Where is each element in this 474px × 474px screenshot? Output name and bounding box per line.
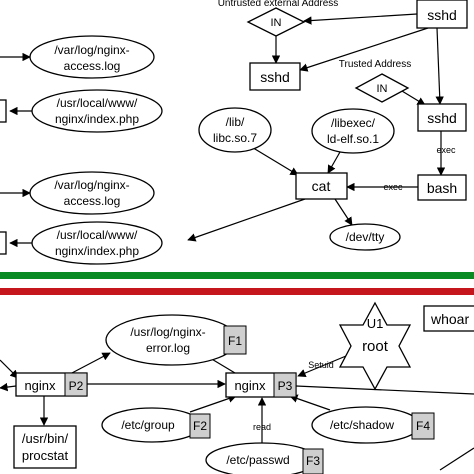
svg-text:nginx: nginx — [24, 378, 56, 393]
svg-text:access.log: access.log — [64, 194, 121, 208]
svg-text:/etc/shadow: /etc/shadow — [330, 418, 394, 432]
svg-text:F3: F3 — [306, 454, 320, 468]
edge-ld-elf-to-cat — [327, 151, 341, 174]
svg-text:access.log: access.log — [64, 59, 121, 73]
edge-etc-group-to-nginx-p3 — [189, 394, 237, 413]
svg-text:/var/log/nginx-: /var/log/nginx- — [54, 178, 129, 192]
process-box-cutoff-1[interactable] — [0, 99, 7, 123]
svg-text:error.log: error.log — [146, 341, 190, 355]
svg-text:/lib/: /lib/ — [226, 115, 245, 129]
edge-cat-to-dev-tty — [334, 198, 353, 226]
ellipse-dev-tty[interactable]: /dev/tty — [329, 223, 401, 251]
user-root-star[interactable]: U1 root — [338, 301, 412, 391]
svg-text:F2: F2 — [193, 419, 207, 433]
svg-text:sshd: sshd — [260, 69, 290, 85]
svg-text:sshd: sshd — [427, 7, 457, 23]
svg-text:P3: P3 — [278, 379, 293, 393]
svg-text:F1: F1 — [228, 334, 242, 348]
label-read: read — [253, 422, 271, 432]
svg-text:/var/log/nginx-: /var/log/nginx- — [54, 43, 129, 57]
label-exec-sshd-bash: exec — [436, 145, 456, 155]
ellipse-ld-elf[interactable]: /libexec/ ld-elf.so.1 — [311, 108, 395, 154]
process-box-cutoff-2[interactable] — [0, 231, 7, 255]
diamond-in-untrusted[interactable]: IN — [246, 7, 306, 37]
svg-text:IN: IN — [377, 83, 388, 95]
svg-text:/usr/local/www/: /usr/local/www/ — [57, 96, 138, 110]
process-cat[interactable]: cat — [295, 172, 348, 200]
svg-text:whoar: whoar — [430, 311, 469, 327]
svg-text:/usr/local/www/: /usr/local/www/ — [57, 228, 138, 242]
ellipse-etc-passwd[interactable]: F3 /etc/passwd — [205, 442, 324, 474]
tag-f4 — [411, 412, 435, 440]
separator-band-green — [0, 272, 474, 279]
svg-text:U1: U1 — [367, 316, 384, 331]
ellipse-index-php-2[interactable]: /usr/local/www/ nginx/index.php — [31, 221, 163, 265]
svg-text:procstat: procstat — [22, 448, 69, 463]
process-nginx-p2[interactable]: nginx P2 — [15, 372, 88, 397]
svg-text:P2: P2 — [69, 379, 84, 393]
ellipse-access-log-2[interactable]: /var/log/nginx- access.log — [29, 171, 155, 215]
label-setuid: Setuid — [308, 360, 334, 370]
ellipse-etc-group[interactable]: F2 /etc/group — [101, 407, 211, 443]
ellipse-libc[interactable]: /lib/ libc.so.7 — [198, 107, 272, 153]
ellipse-access-log-1[interactable]: /var/log/nginx- access.log — [29, 35, 155, 79]
process-sshd-right[interactable]: sshd — [417, 103, 467, 132]
svg-text:/libexec/: /libexec/ — [331, 116, 376, 130]
svg-text:/etc/passwd: /etc/passwd — [226, 453, 289, 467]
process-sshd-top[interactable]: sshd — [416, 0, 468, 29]
separator-band-red — [0, 288, 474, 295]
upper-edges — [0, 13, 446, 248]
tag-f2 — [189, 413, 211, 439]
tag-f3 — [302, 448, 324, 474]
svg-text:nginx: nginx — [234, 378, 266, 393]
svg-text:/etc/group: /etc/group — [121, 418, 175, 432]
label-exec-bash-cat: exec — [383, 182, 403, 192]
edge-root-to-nginx-p3 — [297, 355, 347, 377]
tag-f1 — [223, 325, 247, 355]
edge-cat-to-index-php-2 — [187, 198, 306, 242]
lower-edges — [0, 351, 474, 447]
svg-text:/usr/log/nginx-: /usr/log/nginx- — [130, 325, 205, 339]
edge-nginx-p2-to-error-log — [69, 352, 111, 375]
svg-text:IN: IN — [271, 17, 282, 29]
edge-etc-shadow-to-nginx-p3 — [289, 394, 331, 411]
edge-sshd-top-to-in — [303, 13, 418, 25]
edge-nginx-p2-to-left — [0, 382, 17, 392]
tag-p2 — [64, 372, 88, 397]
edge-sshd-top-to-sshd-right — [435, 27, 444, 105]
edge-left-to-nginx-p2 — [0, 359, 19, 379]
svg-text:bash: bash — [427, 180, 457, 196]
svg-text:nginx/index.php: nginx/index.php — [55, 112, 139, 126]
ellipse-index-php-1[interactable]: /usr/local/www/ nginx/index.php — [31, 89, 163, 133]
svg-text:ld-elf.so.1: ld-elf.so.1 — [327, 132, 379, 146]
process-procstat[interactable]: /usr/bin/ procstat — [13, 425, 77, 469]
process-sshd-mid[interactable]: sshd — [249, 62, 301, 91]
svg-text:sshd: sshd — [427, 110, 457, 126]
svg-text:root: root — [362, 338, 389, 355]
ellipse-error-log[interactable]: F1 /usr/log/nginx- error.log — [105, 314, 247, 366]
svg-text:libc.so.7: libc.so.7 — [213, 131, 257, 145]
tag-p3 — [273, 372, 297, 398]
label-trusted-address: Trusted Address — [339, 59, 411, 70]
process-whoami[interactable]: whoar — [423, 305, 474, 332]
edge-nginx-p3-to-whoami — [295, 385, 474, 395]
diamond-in-trusted[interactable]: IN — [354, 73, 410, 103]
svg-text:cat: cat — [312, 178, 331, 194]
svg-text:/dev/tty: /dev/tty — [346, 230, 385, 244]
label-untrusted-external-address: Untrusted external Address — [218, 0, 339, 9]
edge-right-bottom — [439, 447, 474, 471]
process-bash[interactable]: bash — [417, 174, 467, 201]
svg-text:/usr/bin/: /usr/bin/ — [22, 431, 69, 446]
svg-text:nginx/index.php: nginx/index.php — [55, 244, 139, 258]
edge-sshd-top-to-sshd-mid — [299, 27, 429, 72]
svg-text:F4: F4 — [416, 419, 430, 433]
ellipse-etc-shadow[interactable]: F4 /etc/shadow — [311, 406, 435, 444]
process-nginx-p3[interactable]: nginx P3 — [225, 372, 297, 398]
edge-libc-to-cat — [249, 145, 299, 176]
